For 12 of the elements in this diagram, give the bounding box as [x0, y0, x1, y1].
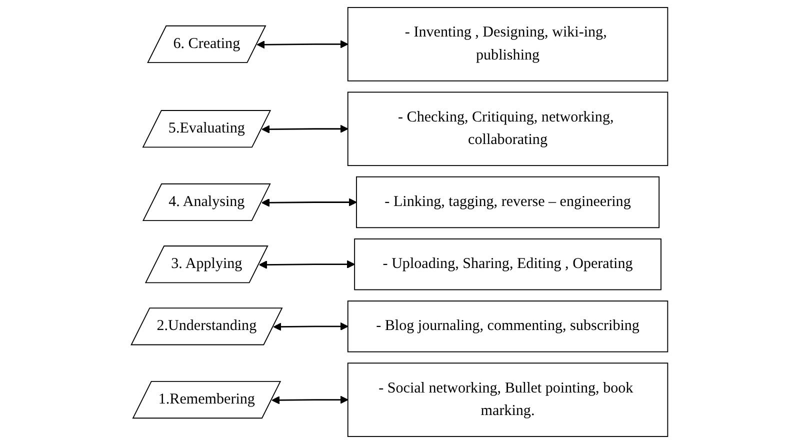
arrow [272, 396, 348, 404]
node-box: - Checking, Critiquing, networking, collaborating [347, 92, 668, 166]
node-box: - Uploading, Sharing, Editing , Operating [354, 238, 662, 290]
node-box: - Blog journaling, commenting, subscribing [347, 300, 668, 352]
arrow [273, 322, 348, 331]
arrow [256, 40, 348, 49]
node-box: - Social networking, Bullet pointing, book marking. [347, 362, 668, 437]
arrow [261, 198, 357, 207]
arrow [258, 260, 355, 269]
arrow [262, 124, 348, 134]
node-box: - Linking, tagging, reverse – engineering [356, 176, 660, 228]
node-box: - Inventing , Designing, wiki-ing, publishing [347, 7, 668, 82]
